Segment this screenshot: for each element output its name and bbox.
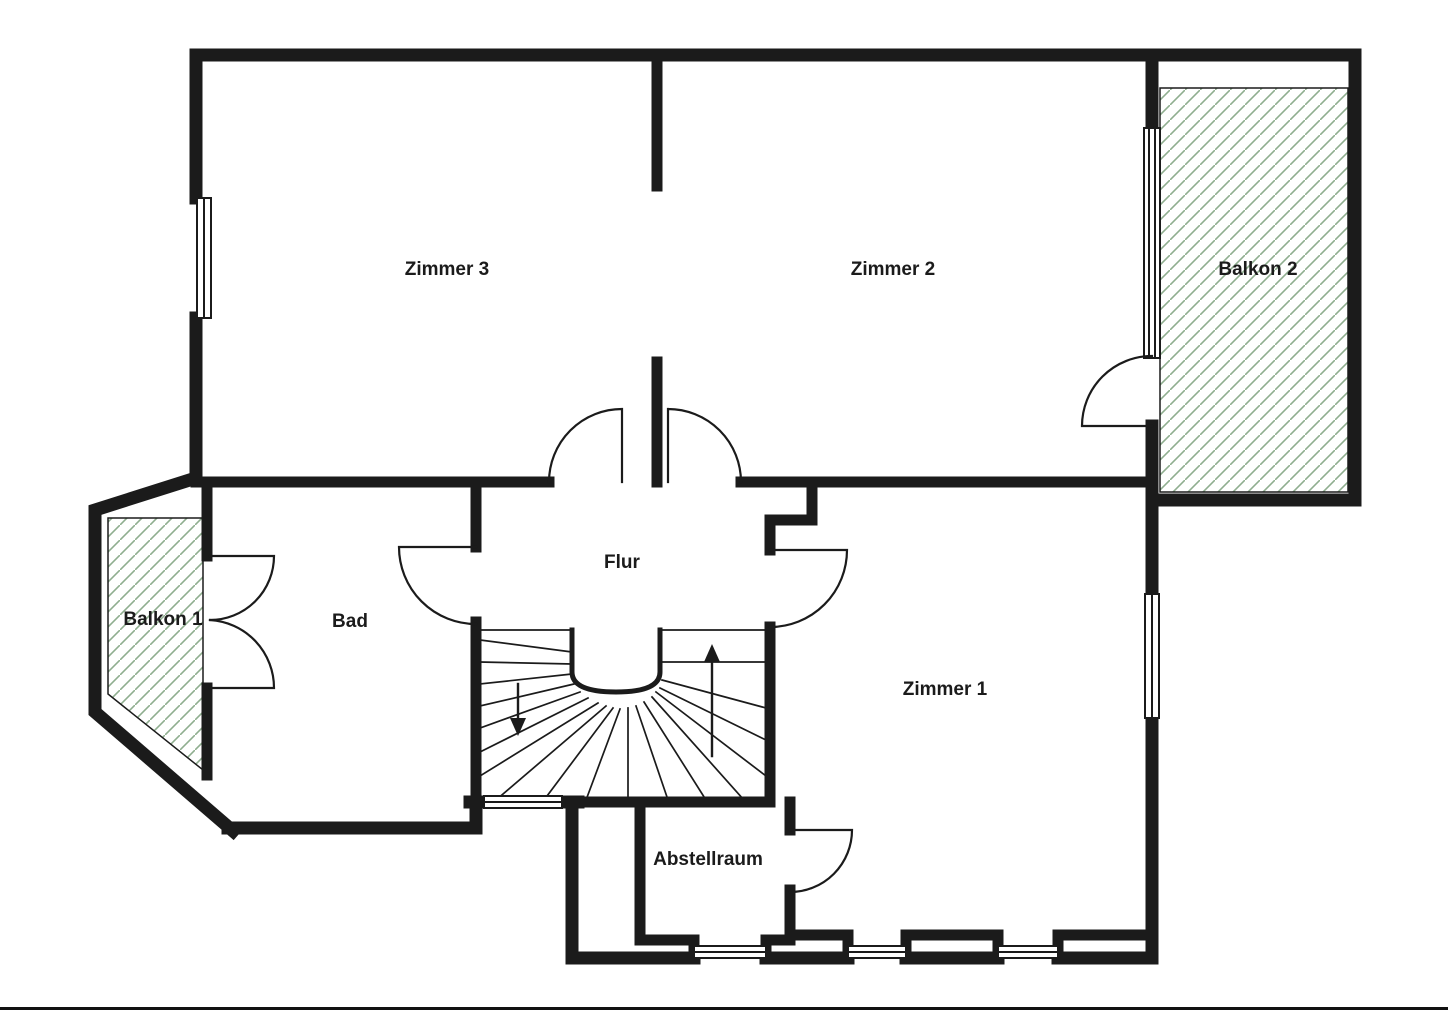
windows [196,127,1161,959]
balkon2-hatch-area [1159,87,1349,493]
room-label-balkon1: Balkon 1 [123,609,203,630]
room-labels: Zimmer 3 Zimmer 2 Balkon 2 Balkon 1 Bad … [123,259,1297,870]
door-abstellraum [788,828,854,894]
room-label-zimmer2: Zimmer 2 [851,259,935,280]
room-label-zimmer3: Zimmer 3 [405,259,489,280]
window-left-zimmer3 [196,197,212,319]
window-balkon2 [1143,127,1161,359]
room-label-flur: Flur [604,552,640,573]
footer-divider-line [0,1007,1448,1010]
door-bad [397,545,478,626]
stair-eye-wall [569,627,663,695]
staircase [478,627,768,802]
door-zimmer2 [666,407,743,484]
window-bottom-2 [847,945,907,959]
window-bottom-1 [693,945,767,959]
door-balkon1-right-leaf [208,618,276,690]
room-label-abstellraum: Abstellraum [653,849,763,870]
room-label-zimmer1: Zimmer 1 [903,679,988,700]
window-stair-landing [483,795,563,809]
stair-up-arrow-head [704,644,720,662]
door-balkon2 [1080,354,1154,428]
stair-down-arrow-head [510,718,526,736]
room-label-bad: Bad [332,611,368,632]
room-label-balkon2: Balkon 2 [1218,259,1297,280]
balcony-hatch-areas [107,87,1349,772]
door-zimmer1 [768,548,849,629]
door-zimmer3 [547,407,624,484]
doors [208,354,1154,894]
door-balkon1-left-leaf [208,554,276,622]
window-right-zimmer1 [1144,593,1160,719]
window-bottom-3 [997,945,1059,959]
